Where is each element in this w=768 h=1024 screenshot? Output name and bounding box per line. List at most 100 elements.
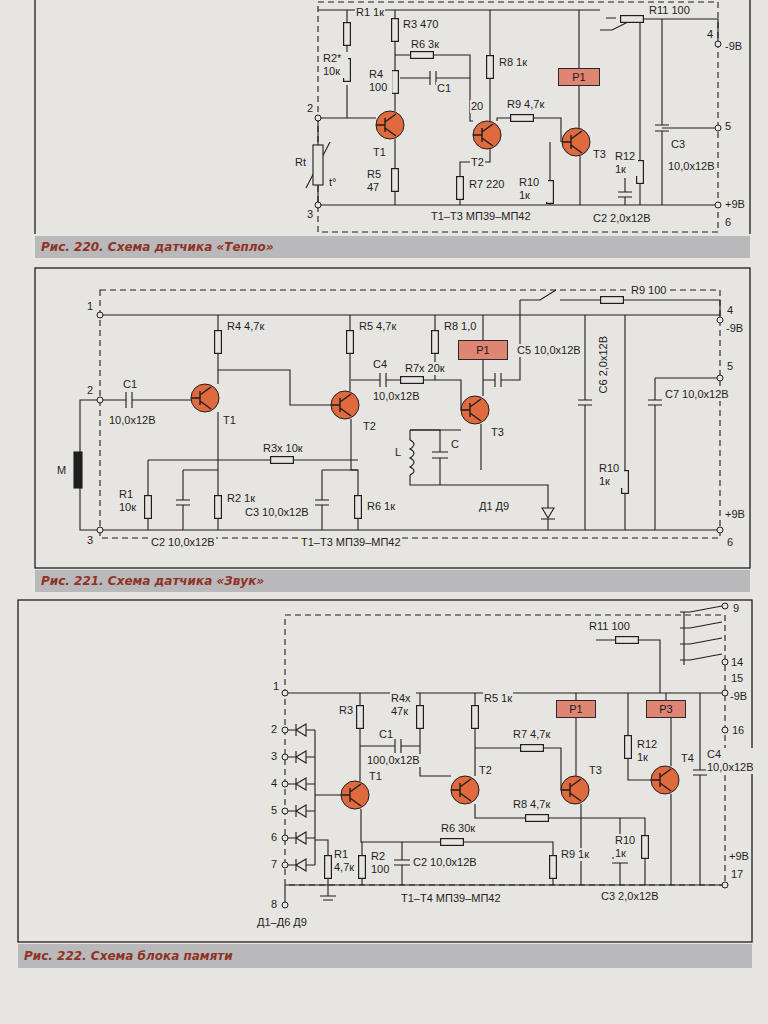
part-label: C1 <box>378 728 394 741</box>
part-label: R9 100 <box>630 284 667 297</box>
part-label: R8 4,7к <box>512 798 551 811</box>
part-label: R2* 10к <box>322 52 348 78</box>
part-label: T1–T4 МП39–МП42 <box>400 892 502 905</box>
part-label: R5 1к <box>483 692 513 705</box>
part-label: C5 10,0х12В <box>516 344 582 357</box>
part-label: 3 <box>306 208 314 221</box>
part-label: C6 2,0х12В <box>596 336 611 393</box>
part-label: Rt <box>294 156 307 169</box>
part-label: 5 <box>270 804 278 817</box>
part-label: 5 <box>726 360 734 373</box>
part-label: R6 1к <box>366 500 396 513</box>
part-label: 1 <box>86 300 94 313</box>
part-label: R9 1к <box>560 848 590 861</box>
part-label: 3 <box>270 750 278 763</box>
figure-caption: Рис. 221. Схема датчика «Звук» <box>41 574 264 588</box>
relay-box: Р1 <box>558 68 600 86</box>
part-label: C4 <box>372 358 388 371</box>
part-label: R8 1к <box>498 56 528 69</box>
part-label: 3 <box>86 534 94 547</box>
figure-220 <box>35 0 750 234</box>
part-label: 7 <box>270 858 278 871</box>
caption-band: Рис. 220. Схема датчика «Тепло» <box>35 236 750 258</box>
part-label: T4 <box>680 752 695 765</box>
part-label: 8 <box>270 898 278 911</box>
part-label: T1 <box>222 414 237 427</box>
part-label: C2 10,0х12В <box>412 856 478 869</box>
part-label: C7 10,0х12В <box>664 388 730 401</box>
caption-band: Рис. 222. Схема блока памяти <box>18 944 752 968</box>
part-label: 100,0х12В <box>366 754 421 767</box>
part-label: C <box>450 438 460 451</box>
part-label: R5 47 <box>366 168 390 194</box>
part-label: R9 4,7к <box>506 98 545 111</box>
part-label: 4 <box>270 777 278 790</box>
part-label: R7x 20к <box>404 362 446 375</box>
part-label: R4 100 <box>368 68 392 94</box>
part-label: R6 30к <box>440 822 476 835</box>
part-label: C3 2,0х12В <box>600 890 659 903</box>
part-label: 6 <box>726 536 734 549</box>
part-label: Д1–Д6 Д9 <box>256 916 308 929</box>
part-label: R3 <box>338 704 354 717</box>
part-label: 6 <box>724 216 732 229</box>
part-label: R6 3к <box>410 38 440 51</box>
part-label: T3 <box>588 764 603 777</box>
relay-box: Р1 <box>556 700 596 718</box>
part-label: +9В <box>728 850 750 863</box>
part-label: T1–T3 МП39–МП42 <box>300 536 402 549</box>
part-label: 15 <box>730 672 744 685</box>
part-label: 20 <box>470 100 484 113</box>
part-label: +9В <box>724 508 746 521</box>
part-label: +9В <box>724 198 746 211</box>
part-label: R4x 47к <box>390 692 416 718</box>
part-label: R1 4,7к <box>333 848 357 874</box>
part-label: C2 10,0х12В <box>150 536 216 549</box>
part-label: T2 <box>478 764 493 777</box>
figure-222 <box>18 600 752 942</box>
part-label: R11 100 <box>648 4 691 17</box>
relay-box: Р3 <box>646 700 686 718</box>
part-label: T1 <box>372 146 387 159</box>
part-label: R2 1к <box>226 492 256 505</box>
part-label: 16 <box>731 724 745 737</box>
part-label: 17 <box>730 868 744 881</box>
part-label: R4 4,7к <box>226 320 265 333</box>
part-label: C1 <box>122 378 138 391</box>
part-label: t° <box>328 176 337 189</box>
part-label: R2 100 <box>370 850 394 876</box>
part-label: R7 220 <box>468 178 505 191</box>
caption-band: Рис. 221. Схема датчика «Звук» <box>35 570 750 592</box>
part-label: Д1 Д9 <box>478 500 510 513</box>
part-label: R5 4,7к <box>358 320 397 333</box>
part-label: T2 <box>362 420 377 433</box>
part-label: L <box>394 446 402 459</box>
relay-label: Р1 <box>569 703 582 715</box>
part-label: T2 <box>470 156 485 169</box>
part-label: 1 <box>272 680 280 693</box>
part-label: R10 1к <box>614 834 640 860</box>
part-label: C4 10,0х12В <box>706 748 764 774</box>
part-label: R3 470 <box>402 18 439 31</box>
part-label: -9В <box>724 40 743 53</box>
part-label: М <box>56 464 67 477</box>
part-label: R3x 10к <box>262 442 304 455</box>
part-label: C1 <box>436 82 452 95</box>
figure-caption: Рис. 222. Схема блока памяти <box>24 949 233 963</box>
part-label: T3 <box>490 426 505 439</box>
figure-221 <box>35 268 750 568</box>
part-label: C2 2,0х12В <box>592 212 651 225</box>
part-label: 2 <box>270 723 278 736</box>
part-label: C3 10,0х12В <box>244 506 310 519</box>
part-label: R1 10к <box>118 488 144 514</box>
part-label: R8 1,0 <box>443 320 477 333</box>
part-label: T1 <box>368 770 383 783</box>
part-label: C3 <box>670 138 686 151</box>
relay-box: Р1 <box>458 340 508 360</box>
relay-label: Р1 <box>572 71 585 83</box>
part-label: 2 <box>86 384 94 397</box>
relay-label: Р1 <box>476 344 489 356</box>
relay-label: Р3 <box>659 703 672 715</box>
part-label: 14 <box>730 656 744 669</box>
